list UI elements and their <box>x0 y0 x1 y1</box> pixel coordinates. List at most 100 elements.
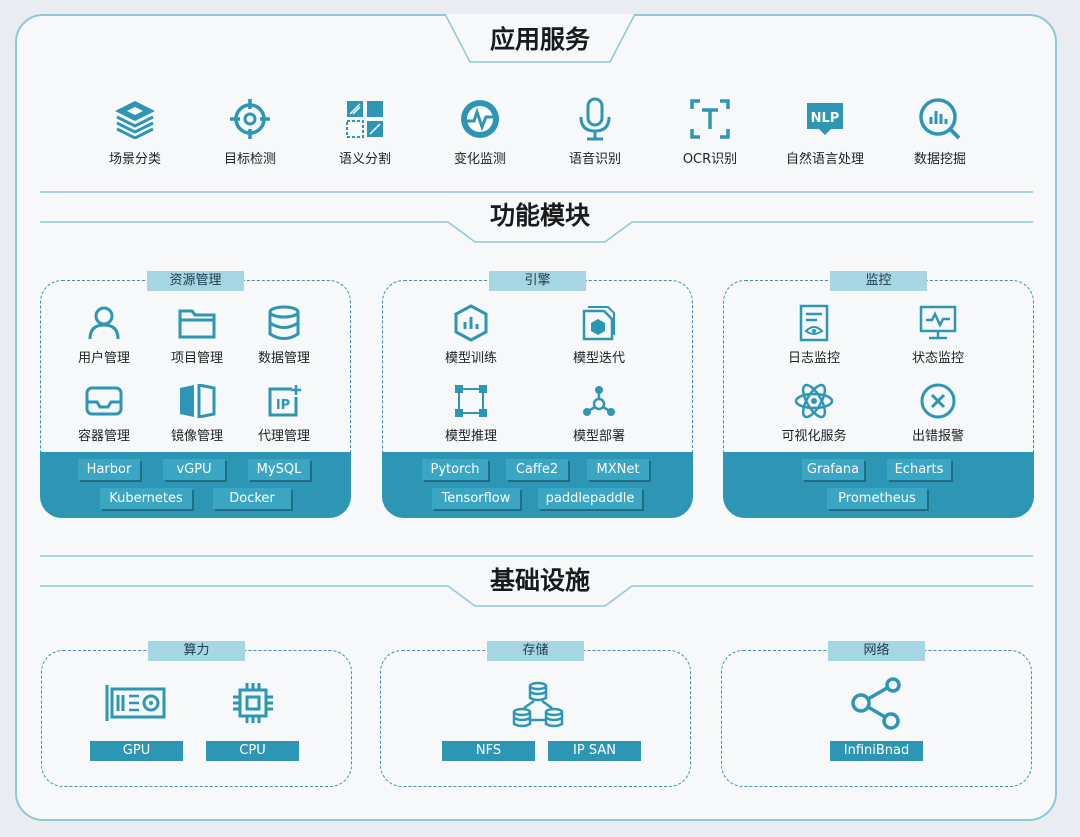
module-label: 项目管理 <box>170 351 223 366</box>
chip-tensorflow: Tensorflow <box>432 488 520 509</box>
svg-text:NLP: NLP <box>811 111 840 126</box>
chip-grafana: Grafana <box>802 459 864 480</box>
module-status-monitoring: 状态监控 <box>888 303 988 366</box>
text-scan-icon <box>687 96 733 142</box>
service-change-detection: 变化监测 <box>430 96 530 167</box>
section-title-function-modules: 功能模块 <box>489 201 590 230</box>
panel-title: 存储 <box>487 641 584 661</box>
module-label: 日志监控 <box>787 351 840 366</box>
chip-vgpu: vGPU <box>163 459 225 480</box>
panel-title: 引擎 <box>489 271 586 291</box>
service-label: 语音识别 <box>568 152 621 167</box>
cpu-chip-icon <box>228 681 278 725</box>
chip-echarts: Echarts <box>887 459 951 480</box>
microphone-icon <box>572 96 618 142</box>
module-label: 可视化服务 <box>781 429 847 444</box>
error-circle-icon <box>918 381 958 421</box>
service-scene-classification: 场景分类 <box>85 96 185 167</box>
node-square-icon <box>451 381 491 421</box>
module-container-management: 容器管理 <box>54 381 154 444</box>
nlp-icon: NLP <box>802 96 848 142</box>
module-proxy-management: IP 代理管理 <box>234 381 334 444</box>
module-label: 状态监控 <box>911 351 964 366</box>
module-label: 代理管理 <box>257 429 310 444</box>
chip-paddlepaddle: paddlepaddle <box>538 488 642 509</box>
mirror-icon <box>177 381 217 421</box>
service-nlp: NLP 自然语言处理 <box>775 96 875 167</box>
service-data-mining: 数据挖掘 <box>890 96 990 167</box>
module-log-monitoring: 日志监控 <box>764 303 864 366</box>
panel-storage: 存储 NFS IP SAN <box>380 641 691 787</box>
target-icon <box>227 96 273 142</box>
share-node-icon <box>848 675 906 731</box>
gpu-card-icon <box>104 681 168 725</box>
module-label: 模型迭代 <box>572 351 625 366</box>
section-title-app-services: 应用服务 <box>489 25 590 54</box>
panel-resource-management: 资源管理 用户管理 项目管理 数据管理 容器管理 镜像管理 IP 代理管理 Ha… <box>40 271 351 518</box>
module-model-training: 模型训练 <box>421 303 521 366</box>
panel-title: 资源管理 <box>147 271 244 291</box>
tech-stack-area: Harbor vGPU MySQL Kubernetes Docker <box>40 452 351 518</box>
folder-icon <box>177 303 217 343</box>
hw-gpu: GPU <box>90 741 183 761</box>
service-label: 变化监测 <box>453 152 506 167</box>
ip-proxy-icon: IP <box>264 381 304 421</box>
segment-grid-icon <box>342 96 388 142</box>
panel-monitoring: 监控 日志监控 状态监控 可视化服务 出错报警 Grafana Echarts … <box>723 271 1034 518</box>
hw-cpu: CPU <box>206 741 299 761</box>
section-title-infrastructure: 基础设施 <box>489 566 590 595</box>
service-label: 场景分类 <box>108 152 161 167</box>
service-ocr: OCR识别 <box>660 96 760 167</box>
log-eye-icon <box>794 303 834 343</box>
panel-title: 算力 <box>148 641 245 661</box>
module-label: 模型推理 <box>444 429 497 444</box>
service-label: 自然语言处理 <box>785 152 864 167</box>
service-label: 语义分割 <box>338 152 391 167</box>
module-data-management: 数据管理 <box>234 303 334 366</box>
atom-icon <box>794 381 834 421</box>
module-user-management: 用户管理 <box>54 303 154 366</box>
tech-stack-area: Pytorch Caffe2 MXNet Tensorflow paddlepa… <box>382 452 693 518</box>
data-search-icon <box>917 96 963 142</box>
pulse-monitor-icon <box>457 96 503 142</box>
module-error-alarm: 出错报警 <box>888 381 988 444</box>
module-visualization-service: 可视化服务 <box>764 381 864 444</box>
module-label: 容器管理 <box>77 429 130 444</box>
chip-mysql: MySQL <box>248 459 310 480</box>
diagram-frame <box>15 14 1057 821</box>
chip-pytorch: Pytorch <box>422 459 488 480</box>
module-label: 模型训练 <box>444 351 497 366</box>
panel-title: 网络 <box>828 641 925 661</box>
chip-harbor: Harbor <box>78 459 140 480</box>
chip-mxnet: MXNet <box>587 459 649 480</box>
module-label: 出错报警 <box>911 429 964 444</box>
tech-stack-area: Grafana Echarts Prometheus <box>723 452 1034 518</box>
layers-icon <box>112 96 158 142</box>
module-model-inference: 模型推理 <box>421 381 521 444</box>
panel-title: 监控 <box>830 271 927 291</box>
user-icon <box>84 303 124 343</box>
module-label: 模型部署 <box>572 429 625 444</box>
service-object-detection: 目标检测 <box>200 96 300 167</box>
inbox-tray-icon <box>84 381 124 421</box>
service-label: 数据挖掘 <box>913 152 966 167</box>
service-label: 目标检测 <box>223 152 276 167</box>
chip-kubernetes: Kubernetes <box>100 488 192 509</box>
module-project-management: 项目管理 <box>147 303 247 366</box>
module-label: 用户管理 <box>77 351 130 366</box>
module-label: 镜像管理 <box>170 429 223 444</box>
hw-nfs: NFS <box>442 741 535 761</box>
deploy-graph-icon <box>579 381 619 421</box>
service-semantic-segmentation: 语义分割 <box>315 96 415 167</box>
hw-ip-san: IP SAN <box>548 741 641 761</box>
monitor-pulse-icon <box>918 303 958 343</box>
chip-prometheus: Prometheus <box>827 488 927 509</box>
module-label: 数据管理 <box>257 351 310 366</box>
panel-compute: 算力 GPU CPU <box>41 641 352 787</box>
svg-text:IP: IP <box>276 398 290 413</box>
document-cube-icon <box>579 303 619 343</box>
module-image-management: 镜像管理 <box>147 381 247 444</box>
panel-network: 网络 InfiniBnad <box>721 641 1032 787</box>
module-model-deployment: 模型部署 <box>549 381 649 444</box>
